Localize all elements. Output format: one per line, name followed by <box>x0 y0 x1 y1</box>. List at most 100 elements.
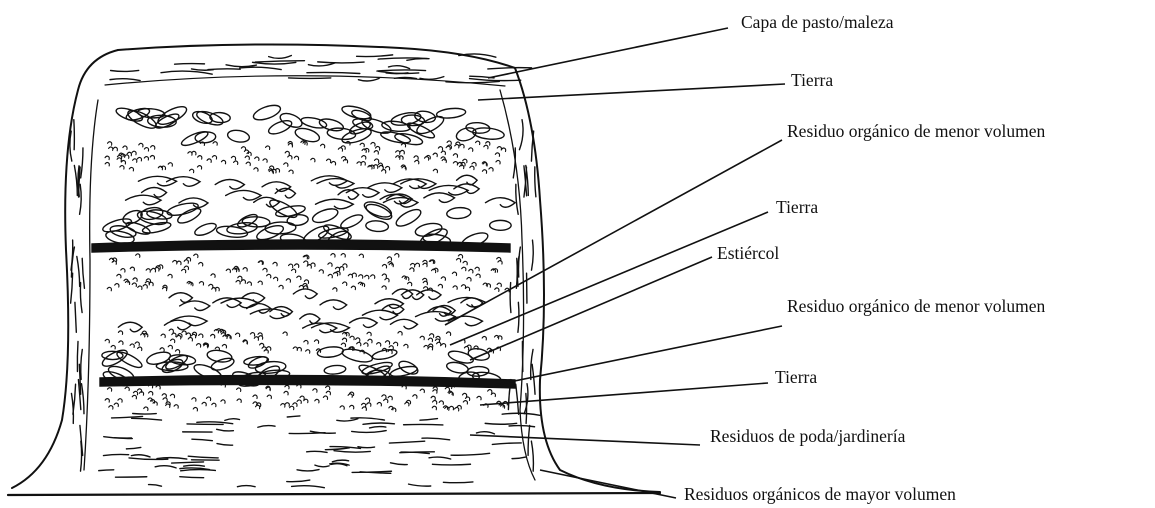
label-residuo-menor-2: Residuo orgánico de menor volumen <box>787 298 1045 316</box>
soil-dot <box>286 279 290 282</box>
soil-dot <box>441 277 445 280</box>
soil-dot <box>441 151 445 154</box>
label-residuos-poda: Residuos de poda/jardinería <box>710 428 905 446</box>
grass-stroke <box>388 66 409 69</box>
soil-dot <box>188 338 192 341</box>
soil-dot <box>438 284 442 287</box>
soil-dot <box>398 332 402 335</box>
soil-dot <box>470 166 474 169</box>
soil-dot <box>253 395 257 398</box>
soil-dot <box>129 167 133 170</box>
soil-dot <box>361 162 365 165</box>
side-grass-stroke <box>510 283 511 313</box>
soil-dot <box>387 257 391 260</box>
soil-dot <box>285 403 289 406</box>
soil-dot <box>199 282 203 285</box>
soil-dot <box>400 150 404 153</box>
soil-dot <box>199 334 203 337</box>
pruning-stroke <box>188 456 218 458</box>
leader-line-7 <box>480 383 768 405</box>
soil-dot <box>404 344 408 347</box>
soil-dot <box>188 152 192 155</box>
soil-dot <box>455 144 459 147</box>
pruning-stroke <box>389 441 424 443</box>
leader-line-2 <box>478 84 785 100</box>
soil-dot <box>342 338 346 341</box>
soil-dot <box>315 399 319 402</box>
soil-dot <box>241 147 245 150</box>
soil-dot <box>267 274 271 277</box>
soil-dot <box>356 338 360 341</box>
leaf-mark <box>318 117 344 133</box>
soil-dot <box>437 342 441 345</box>
soil-dot <box>118 331 122 334</box>
soil-dot <box>105 156 109 159</box>
soil-dot <box>226 269 230 272</box>
side-grass-stroke <box>82 258 84 288</box>
soil-dot <box>384 399 388 402</box>
soil-dot <box>463 401 467 404</box>
pruning-stroke <box>432 464 470 465</box>
side-grass-stroke <box>531 131 533 161</box>
soil-dot <box>359 254 363 257</box>
label-tierra-1: Tierra <box>791 72 833 90</box>
soil-dot <box>304 261 308 264</box>
label-capa-pasto: Capa de pasto/maleza <box>741 14 894 32</box>
side-grass-stroke <box>531 441 533 471</box>
leaf-mark <box>193 221 217 238</box>
soil-dot <box>133 159 137 162</box>
soil-dot <box>374 159 378 162</box>
pruning-stroke <box>422 438 450 440</box>
soil-dot <box>263 159 267 162</box>
soil-dot <box>186 333 190 336</box>
soil-dot <box>321 144 325 147</box>
side-grass-stroke <box>535 167 536 197</box>
organic-waste-curl <box>320 300 347 310</box>
soil-dot <box>235 333 239 336</box>
soil-dot <box>212 156 216 159</box>
pruning-stroke <box>287 480 310 482</box>
soil-dot <box>382 286 386 289</box>
grass-stroke <box>111 70 139 71</box>
side-grass-stroke <box>77 341 78 371</box>
soil-dot <box>144 148 148 151</box>
side-grass-stroke <box>528 425 530 455</box>
soil-dot <box>415 263 419 266</box>
soil-dot <box>160 348 164 351</box>
soil-dot <box>445 387 449 390</box>
pruning-stroke <box>390 463 407 465</box>
label-residuo-menor-1: Residuo orgánico de menor volumen <box>787 123 1045 141</box>
soil-dot <box>197 166 201 169</box>
soil-dot <box>413 395 417 398</box>
soil-dot <box>382 274 386 277</box>
pruning-stroke <box>315 465 329 467</box>
soil-dot <box>475 267 479 270</box>
soil-dot <box>350 405 354 408</box>
grass-stroke <box>110 79 140 81</box>
soil-dot <box>182 269 186 272</box>
soil-dot <box>281 404 285 407</box>
soil-dot <box>243 268 247 271</box>
pruning-stroke <box>337 419 358 421</box>
soil-dot <box>367 403 371 406</box>
pruning-stroke <box>180 477 204 478</box>
soil-dot <box>489 168 493 171</box>
soil-dot <box>420 336 424 339</box>
soil-dot <box>132 283 136 286</box>
soil-dot <box>484 145 488 148</box>
soil-dot <box>300 396 304 399</box>
soil-dot <box>441 344 445 347</box>
soil-dot <box>445 407 449 410</box>
leader-line-5 <box>470 257 712 360</box>
soil-dot <box>144 407 148 410</box>
pruning-stroke <box>126 447 140 448</box>
side-grass-stroke <box>81 349 83 379</box>
pruning-stroke <box>429 457 451 459</box>
soil-dot <box>258 281 262 284</box>
soil-dot <box>433 169 437 172</box>
pruning-stroke <box>103 454 128 455</box>
soil-dot <box>388 350 392 353</box>
soil-dot <box>170 394 174 397</box>
soil-dot <box>323 396 327 399</box>
organic-waste-curl <box>164 320 191 330</box>
